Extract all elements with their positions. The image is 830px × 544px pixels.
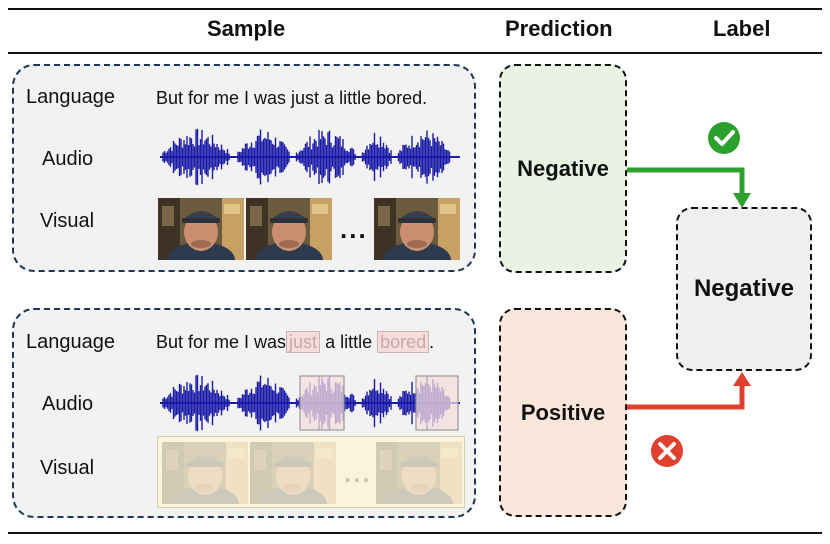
masked-word: just bbox=[286, 331, 321, 353]
masked-word: bored bbox=[377, 331, 430, 353]
prediction-text: Negative bbox=[517, 155, 609, 181]
visual-label: Visual bbox=[40, 457, 95, 479]
audio-label: Audio bbox=[42, 393, 94, 415]
video-frame-masked bbox=[376, 442, 462, 504]
masked-visual-strip bbox=[157, 436, 465, 508]
audio-waveform-masked bbox=[160, 374, 460, 432]
audio-mask-region bbox=[299, 375, 345, 431]
check-icon bbox=[708, 122, 740, 154]
video-frame bbox=[374, 198, 460, 260]
video-frame bbox=[246, 198, 332, 260]
header-label: Label bbox=[713, 16, 771, 41]
top-rule bbox=[8, 8, 822, 10]
prediction-text: Positive bbox=[520, 399, 606, 425]
text-part: But for me I was bbox=[156, 332, 287, 352]
header-rule bbox=[8, 52, 822, 54]
ellipsis: ... bbox=[344, 458, 372, 488]
visual-label: Visual bbox=[40, 210, 95, 232]
text-end: . bbox=[429, 332, 435, 352]
video-frame-masked bbox=[250, 442, 336, 504]
prediction-box-negative: Negative bbox=[499, 64, 627, 273]
header-sample: Sample bbox=[207, 16, 286, 41]
bottom-rule bbox=[8, 532, 822, 534]
text-part: a little bbox=[325, 332, 373, 352]
ellipsis: ... bbox=[340, 214, 368, 244]
header-prediction: Prediction bbox=[505, 16, 613, 41]
cross-icon bbox=[651, 435, 683, 467]
language-label: Language bbox=[26, 86, 115, 108]
audio-label: Audio bbox=[42, 148, 94, 170]
audio-mask-region bbox=[415, 375, 459, 431]
correct-arrow bbox=[627, 167, 745, 196]
label-box: Negative bbox=[676, 207, 812, 371]
audio-waveform bbox=[160, 128, 460, 186]
label-text: Negative bbox=[693, 275, 795, 302]
correct-arrowhead bbox=[733, 193, 751, 208]
prediction-box-positive: Positive bbox=[499, 308, 627, 517]
video-frame bbox=[158, 198, 244, 260]
video-frame-masked bbox=[162, 442, 248, 504]
wrong-arrowhead bbox=[733, 372, 751, 386]
wrong-arrow bbox=[627, 383, 745, 410]
language-label: Language bbox=[26, 331, 115, 353]
language-text: But for me I was just a little bored. bbox=[156, 88, 428, 108]
